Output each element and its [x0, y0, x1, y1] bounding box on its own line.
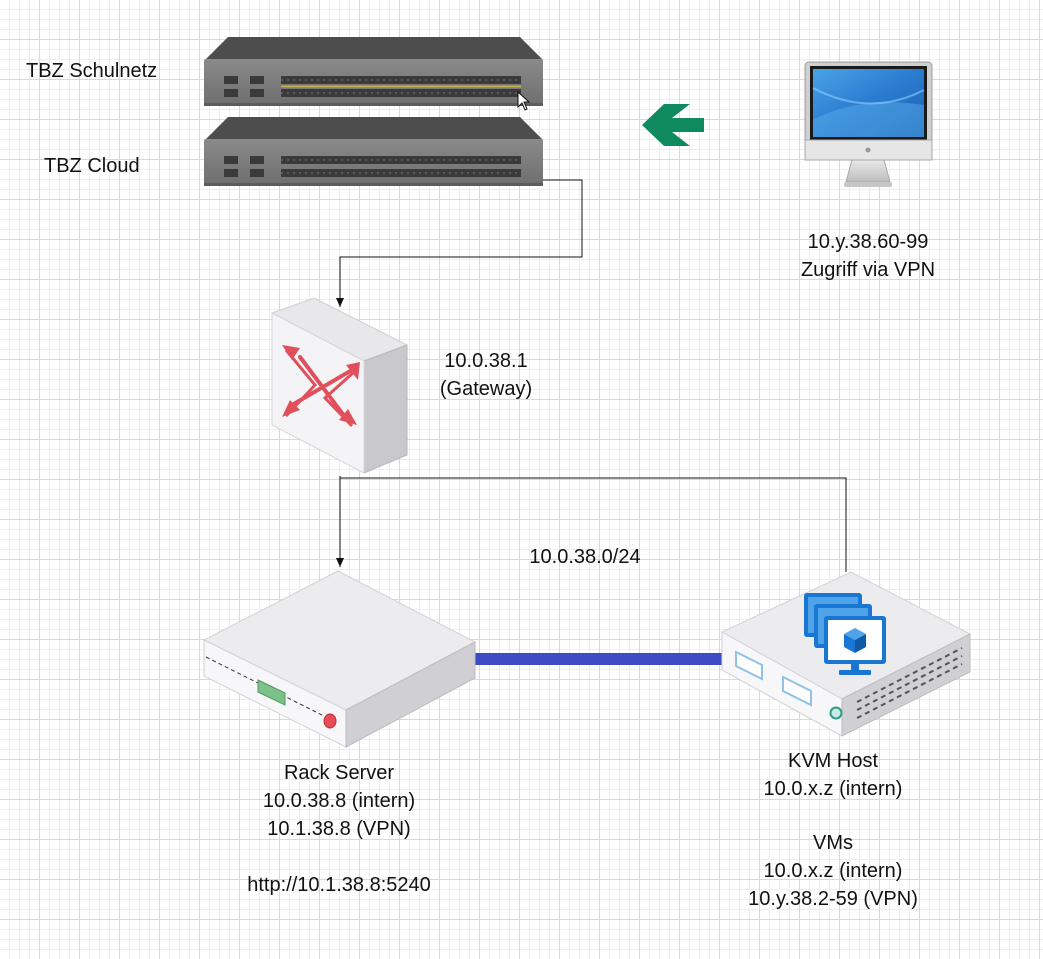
gateway-ip: 10.0.38.1	[444, 350, 528, 372]
network-label: 10.0.38.0/24	[529, 546, 641, 568]
server-link	[474, 653, 724, 665]
rack-server-url: http://10.1.38.8:5240	[247, 874, 431, 896]
vms-label: VMs 10.0.x.z (intern) 10.y.38.2-59 (VPN)	[713, 829, 953, 913]
gateway-role: (Gateway)	[439, 378, 533, 400]
vms-title: VMs	[813, 832, 853, 854]
vpn-client-access: Zugriff via VPN	[800, 259, 936, 281]
rack-server-icon	[202, 570, 477, 748]
switch-schulnetz-icon	[204, 37, 543, 106]
switch-cloud-icon	[204, 117, 543, 186]
switch-cloud-label: TBZ Cloud	[44, 155, 140, 177]
kvm-host-intern-ip: 10.0.x.z (intern)	[763, 778, 903, 800]
kvm-host-label: KVM Host 10.0.x.z (intern)	[723, 747, 943, 803]
rack-server-vpn-ip: 10.1.38.8 (VPN)	[267, 818, 411, 840]
gateway-label: 10.0.38.1 (Gateway)	[416, 347, 556, 403]
kvm-host-name: KVM Host	[787, 750, 879, 772]
vpn-client-range: 10.y.38.60-99	[807, 231, 929, 253]
rack-server-intern-ip: 10.0.38.8 (intern)	[262, 790, 416, 812]
switch-schulnetz-label: TBZ Schulnetz	[26, 60, 158, 82]
green-arrow-icon	[642, 104, 704, 146]
imac-computer-icon	[804, 61, 933, 187]
vms-vpn-range: 10.y.38.2-59 (VPN)	[748, 888, 918, 910]
mouse-cursor-icon	[517, 90, 531, 111]
kvm-host-icon	[720, 571, 972, 737]
vms-intern-ip: 10.0.x.z (intern)	[763, 860, 903, 882]
gateway-to-kvm-connector	[340, 477, 847, 572]
router-gateway-icon	[270, 297, 409, 474]
vm-stack-icon	[804, 593, 886, 675]
rack-server-label: Rack Server 10.0.38.8 (intern) 10.1.38.8…	[219, 759, 459, 843]
vpn-client-label: 10.y.38.60-99 Zugriff via VPN	[768, 228, 968, 284]
uplink-connector	[336, 179, 583, 307]
rack-server-name: Rack Server	[283, 762, 395, 784]
